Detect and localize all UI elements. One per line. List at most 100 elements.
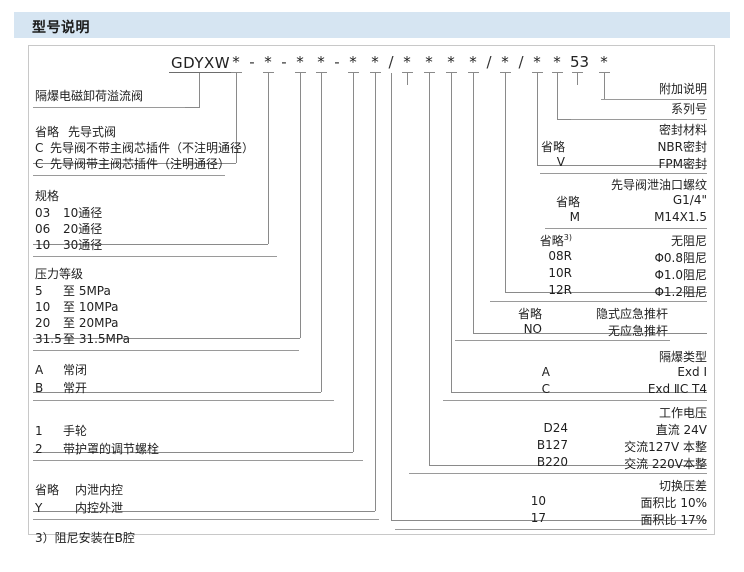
leader-series-stem — [557, 73, 558, 119]
code-glyph-3: - — [281, 53, 287, 71]
code-glyph-9: / — [388, 53, 394, 71]
left-product-name-underline — [33, 107, 185, 108]
left-drain-code-0: 省略 — [35, 483, 60, 497]
left-size-desc-0: 10通径 — [63, 206, 103, 220]
right-thread-underline — [545, 228, 707, 229]
code-glyph-7: * — [349, 53, 357, 71]
right-voltage-desc-2: 交流 220V本整 — [624, 457, 707, 471]
right-voltage-code-2: B220 — [536, 455, 568, 469]
left-pressure-desc-3: 至 31.5MPa — [63, 332, 130, 346]
right-seal-desc-1: FPM密封 — [658, 157, 708, 171]
code-tick-13 — [468, 72, 479, 73]
right-switch-code-0: 10 — [530, 494, 546, 508]
page-title: 型号说明 — [32, 20, 90, 36]
leader-rod-stem — [473, 73, 474, 333]
right-damping-code-0: 省略3) — [539, 233, 572, 248]
right-damping-code-3: 12R — [548, 283, 572, 297]
right-damping-code-1: 08R — [548, 249, 572, 263]
right-rod-desc-1: 无应急推杆 — [607, 324, 668, 338]
code-tick-7 — [348, 72, 359, 73]
leader-pilot-type-stem — [236, 73, 237, 163]
right-rod-code-1: NO — [523, 322, 542, 336]
right-damping-desc-3: Φ1.2阻尼 — [654, 285, 707, 299]
right-seal-code-1: V — [556, 155, 565, 169]
code-glyph-10: * — [403, 53, 411, 71]
left-pressure-underline — [33, 350, 299, 351]
left-state-desc-1: 常开 — [63, 381, 88, 395]
code-tick-2 — [263, 72, 274, 73]
leader-damping-stem — [505, 73, 506, 292]
code-tick-10 — [402, 72, 413, 73]
leader-drain-stem — [375, 73, 376, 511]
right-additional-note-title: 附加说明 — [658, 82, 707, 96]
code-tick-17 — [532, 72, 543, 73]
leader-damping-arm — [505, 292, 707, 293]
left-size-code-1: 06 — [35, 222, 51, 236]
diagram-frame — [28, 45, 715, 535]
code-glyph-20: * — [600, 53, 608, 71]
right-voltage-underline — [409, 473, 707, 474]
right-exp-code-1: C — [541, 382, 550, 396]
code-glyph-13: * — [469, 53, 477, 71]
left-size-desc-2: 30通径 — [63, 238, 103, 252]
code-glyph-12: * — [447, 53, 455, 71]
right-voltage-code-0: D24 — [543, 421, 568, 435]
right-voltage-title: 工作电压 — [658, 406, 707, 420]
code-glyph-17: * — [533, 53, 541, 71]
left-product-name: 隔爆电磁卸荷溢流阀 — [35, 89, 144, 103]
code-glyph-18: * — [553, 53, 561, 71]
left-pilot-code-1: C — [35, 141, 44, 155]
leader-voltage-stem — [429, 73, 430, 465]
right-switch-title: 切换压差 — [658, 479, 707, 493]
left-drain-desc-1: 内控外泄 — [75, 501, 124, 515]
code-stem-10 — [407, 73, 408, 85]
right-damping-desc-2: Φ1.0阻尼 — [654, 268, 707, 282]
right-voltage-desc-1: 交流127V 本整 — [624, 440, 707, 454]
left-state-code-1: B — [35, 381, 44, 395]
leader-exp-stem — [451, 73, 452, 392]
leader-state-stem — [321, 73, 322, 392]
right-rod-desc-0: 隐式应急推杆 — [595, 307, 668, 321]
right-seal-desc-0: NBR密封 — [657, 140, 707, 154]
left-drain-desc-0: 内泄内控 — [75, 483, 124, 497]
left-pilot-underline — [33, 175, 225, 176]
damping-footnote-marker: 3) — [563, 233, 572, 242]
right-damping-desc-1: Φ0.8阻尼 — [654, 251, 707, 265]
right-additional-note-underline — [601, 99, 707, 100]
leader-voltage-arm — [429, 465, 707, 466]
left-pilot-desc-1: 先导阀不带主阀芯插件（不注明通径） — [50, 141, 255, 155]
left-pilot-code-2: C — [35, 157, 44, 171]
right-exp-desc-1: Exd ⅡC T4 — [647, 382, 707, 396]
left-pilot-desc-2: 先导阀带主阀芯插件（注明通径） — [50, 157, 231, 171]
footnote: 3）阻尼安装在B腔 — [35, 531, 135, 545]
code-tick-4 — [295, 72, 306, 73]
right-exp-title: 隔爆类型 — [658, 350, 707, 364]
right-switch-code-1: 17 — [530, 511, 546, 525]
right-exp-desc-0: Exd Ⅰ — [677, 365, 707, 379]
right-thread-title: 先导阀泄油口螺纹 — [610, 178, 707, 192]
code-glyph-1: - — [249, 53, 255, 71]
code-glyph-2: * — [264, 53, 272, 71]
code-tick-11 — [424, 72, 435, 73]
right-thread-desc-1: M14X1.5 — [654, 210, 707, 224]
right-exp-code-0: A — [541, 365, 550, 379]
left-adjust-underline — [33, 460, 363, 461]
leader-product-name-stem — [199, 73, 200, 107]
right-switch-desc-0: 面积比 10% — [640, 496, 708, 510]
right-thread-code-0: 省略 — [555, 195, 580, 209]
left-pressure-desc-0: 至 5MPa — [63, 284, 111, 298]
leader-size-stem — [268, 73, 269, 244]
code-prefix-underline — [169, 72, 231, 73]
right-switch-underline — [395, 529, 707, 530]
code-tick-18 — [552, 72, 563, 73]
code-prefix: GDYXW — [171, 54, 231, 72]
leader-rod-arm — [473, 333, 707, 334]
left-drain-underline — [33, 519, 379, 520]
code-glyph-0: * — [232, 53, 240, 71]
left-pressure-title: 压力等级 — [35, 267, 84, 281]
right-seal-underline — [540, 173, 707, 174]
code-glyph-16: / — [518, 53, 524, 71]
leader-drain-arm — [33, 511, 375, 512]
right-damping-desc-0: 无阻尼 — [670, 234, 707, 248]
